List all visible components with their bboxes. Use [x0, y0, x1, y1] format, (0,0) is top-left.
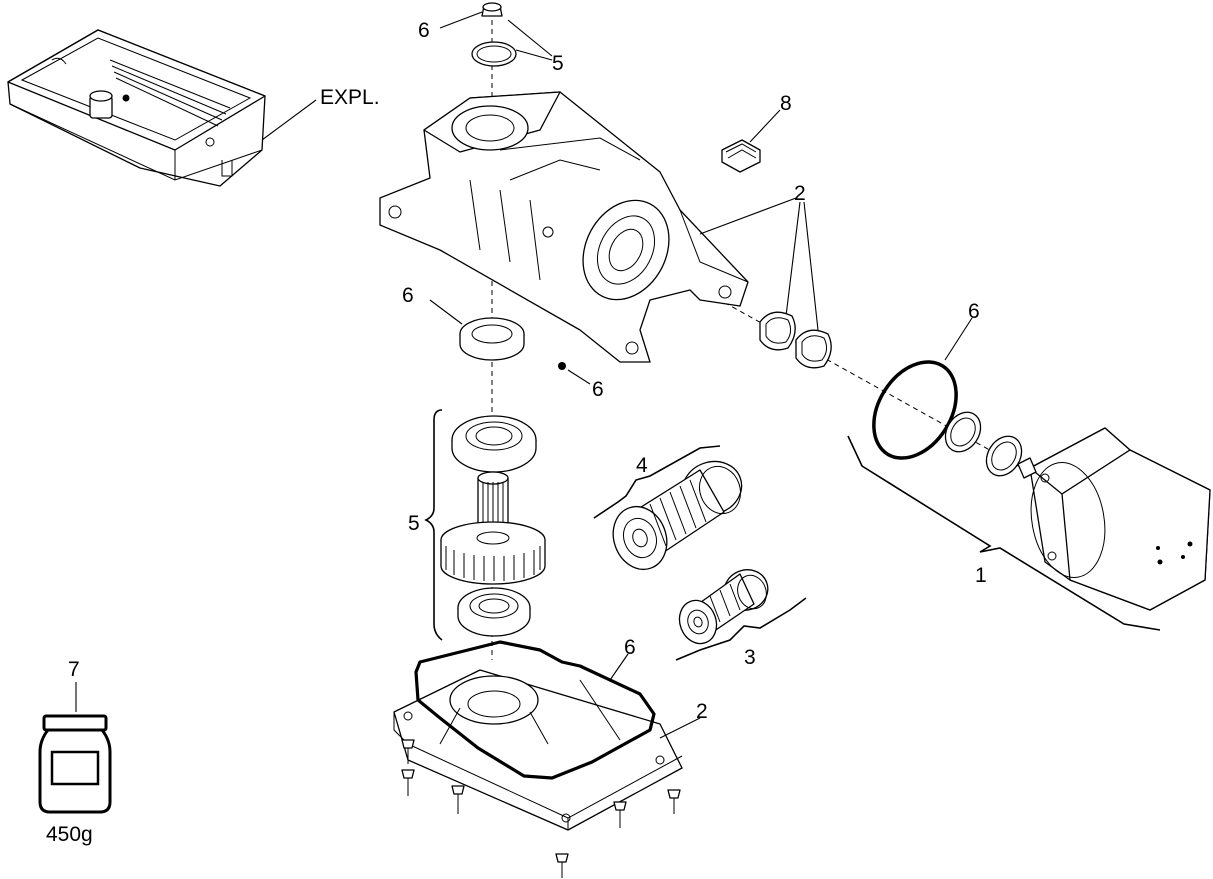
motor-washer-1: [944, 411, 982, 453]
d-gasket-2: [795, 329, 832, 369]
label-seal-6: 6: [402, 284, 414, 307]
intermediate-gear-4: [612, 460, 743, 571]
d-gasket-1: [759, 311, 796, 351]
label-gear-4: 4: [636, 454, 648, 477]
cover-screw: [401, 739, 415, 764]
label-ball-6: 6: [592, 378, 604, 401]
label-shaft-5: 5: [408, 512, 420, 535]
label-circlip-5: 5: [552, 52, 564, 75]
label-gasket-6: 6: [624, 636, 636, 659]
expl-leader-line: [261, 99, 317, 141]
breather-plug: [721, 139, 761, 173]
label-expl: EXPL.: [320, 86, 380, 109]
label-plug-8: 8: [780, 92, 792, 115]
top-circlip: [471, 41, 517, 67]
label-gasket-2-top: 2: [794, 182, 806, 205]
motor-washer-2: [985, 435, 1023, 477]
bearing-seal-ring: [459, 317, 525, 361]
label-cap-6: 6: [418, 19, 430, 42]
grease-jar-icon: [38, 714, 112, 814]
cover-screw: [667, 789, 681, 814]
grease-weight: 450g: [46, 823, 93, 846]
motor-o-ring: [872, 360, 958, 460]
cover-screw: [451, 785, 465, 814]
label-grease-7: 7: [68, 658, 80, 681]
label-oring-6: 6: [968, 300, 980, 323]
cover-screw: [401, 769, 415, 796]
gearbox-housing: [379, 91, 749, 363]
expl-cover-tray: [7, 29, 266, 187]
cover-screw: [555, 853, 569, 878]
label-gasket-2-bottom: 2: [696, 700, 708, 723]
gear4-group-brace: [593, 445, 721, 519]
lower-bearing: [457, 587, 531, 637]
upper-bearing: [451, 415, 537, 473]
gear3-group-brace: [675, 597, 807, 661]
intermediate-gear-3: [678, 569, 769, 645]
label-gear-3: 3: [744, 646, 756, 669]
small-ball: [558, 362, 566, 370]
electric-motor: [1017, 427, 1211, 611]
output-shaft-gear: [440, 471, 546, 585]
top-cap: [481, 2, 503, 17]
motor-group-brace: [847, 435, 1161, 631]
shaft-group-brace: [424, 409, 443, 641]
label-motor-1: 1: [975, 564, 987, 587]
cover-screw: [613, 801, 627, 828]
bottom-cover-gasket: [414, 640, 656, 780]
